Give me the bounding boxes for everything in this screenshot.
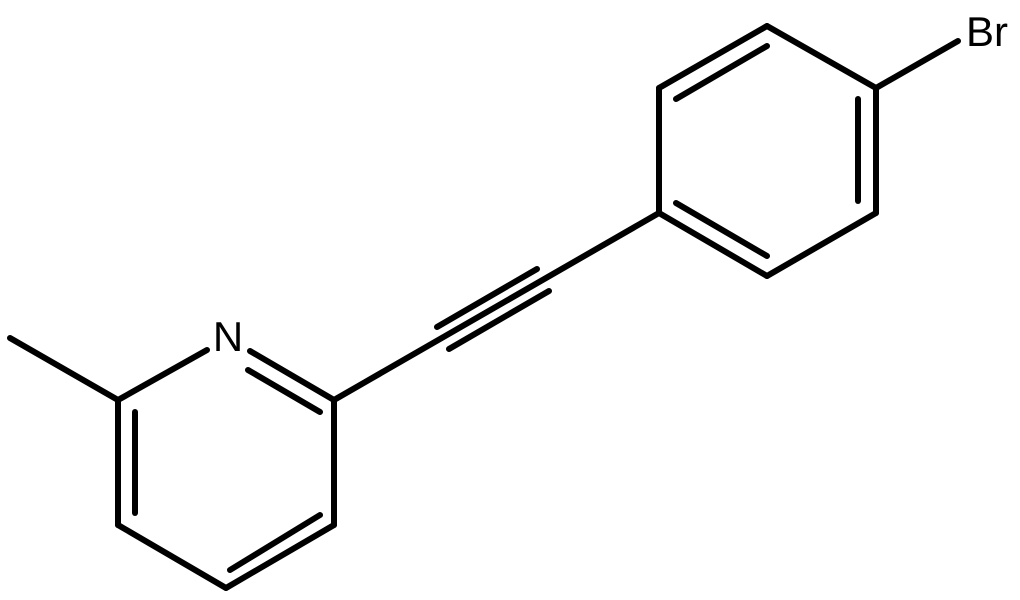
bond-b2-b3-inner <box>673 43 770 102</box>
bond-b5-b6 <box>764 210 879 279</box>
bond-c4-c3 <box>223 522 337 591</box>
bond-b6-b1-inner <box>673 200 770 259</box>
bond-c2-n-inner <box>245 367 323 415</box>
bond-b6-b1 <box>656 210 770 279</box>
bond-c4-c3-inner <box>227 512 323 573</box>
alkyne-bond-upper <box>434 266 540 330</box>
bond-n-c6 <box>115 347 210 403</box>
benzene-ring <box>656 23 879 279</box>
bond-c5-c4 <box>115 522 229 591</box>
alkyne-bond-center <box>331 210 662 403</box>
pyridine-ring <box>115 347 337 591</box>
bond-c2-n <box>247 348 337 403</box>
methyl-bond <box>7 335 121 403</box>
alkyne-bond-lower <box>446 288 552 352</box>
bromine-atom-label: Br <box>966 8 1008 55</box>
bromine-bond <box>873 38 961 91</box>
bond-b2-b3 <box>656 23 770 91</box>
bond-b3-b4 <box>764 23 879 91</box>
nitrogen-atom-label: N <box>213 313 243 360</box>
alkyne-triple-bond <box>331 210 662 403</box>
